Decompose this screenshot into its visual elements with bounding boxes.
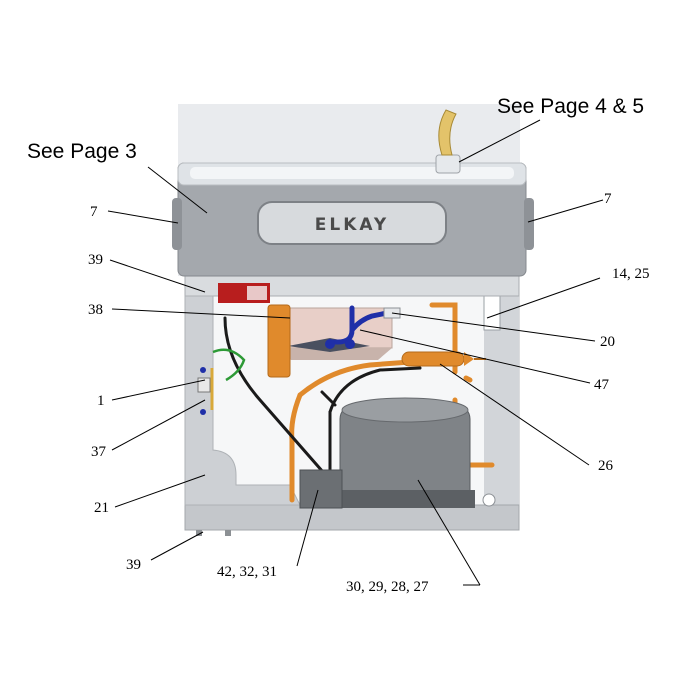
callout-20: 20 [600,334,615,350]
leader-lines [107,119,604,586]
callout-37: 37 [91,444,107,460]
ground-wire [212,348,246,382]
callout-14-25: 14, 25 [612,266,650,282]
brand-label: ELKAY [315,215,389,235]
callout-39-bottom: 39 [126,557,141,573]
wiring [223,316,422,482]
water-line [327,305,395,345]
callout-7-right: 7 [604,191,612,207]
callout-38: 38 [88,302,103,318]
callout-39-top: 39 [88,252,103,268]
callout-30-29-28-27: 30, 29, 28, 27 [346,579,429,595]
callout-47: 47 [594,377,610,393]
filter-drier [401,351,486,367]
brand-badge [257,201,447,245]
thermostat [197,377,211,393]
relay-box [299,469,343,509]
bubbler [435,109,461,174]
note-see-page-3: See Page 3 [27,140,137,163]
callout-21: 21 [94,500,109,516]
compressor [330,397,475,508]
callout-7-left: 7 [90,204,98,220]
callout-42-32-31: 42, 32, 31 [217,564,277,580]
note-see-page-4-5: See Page 4 & 5 [497,95,644,118]
callout-1: 1 [97,393,105,409]
callout-26: 26 [598,458,614,474]
